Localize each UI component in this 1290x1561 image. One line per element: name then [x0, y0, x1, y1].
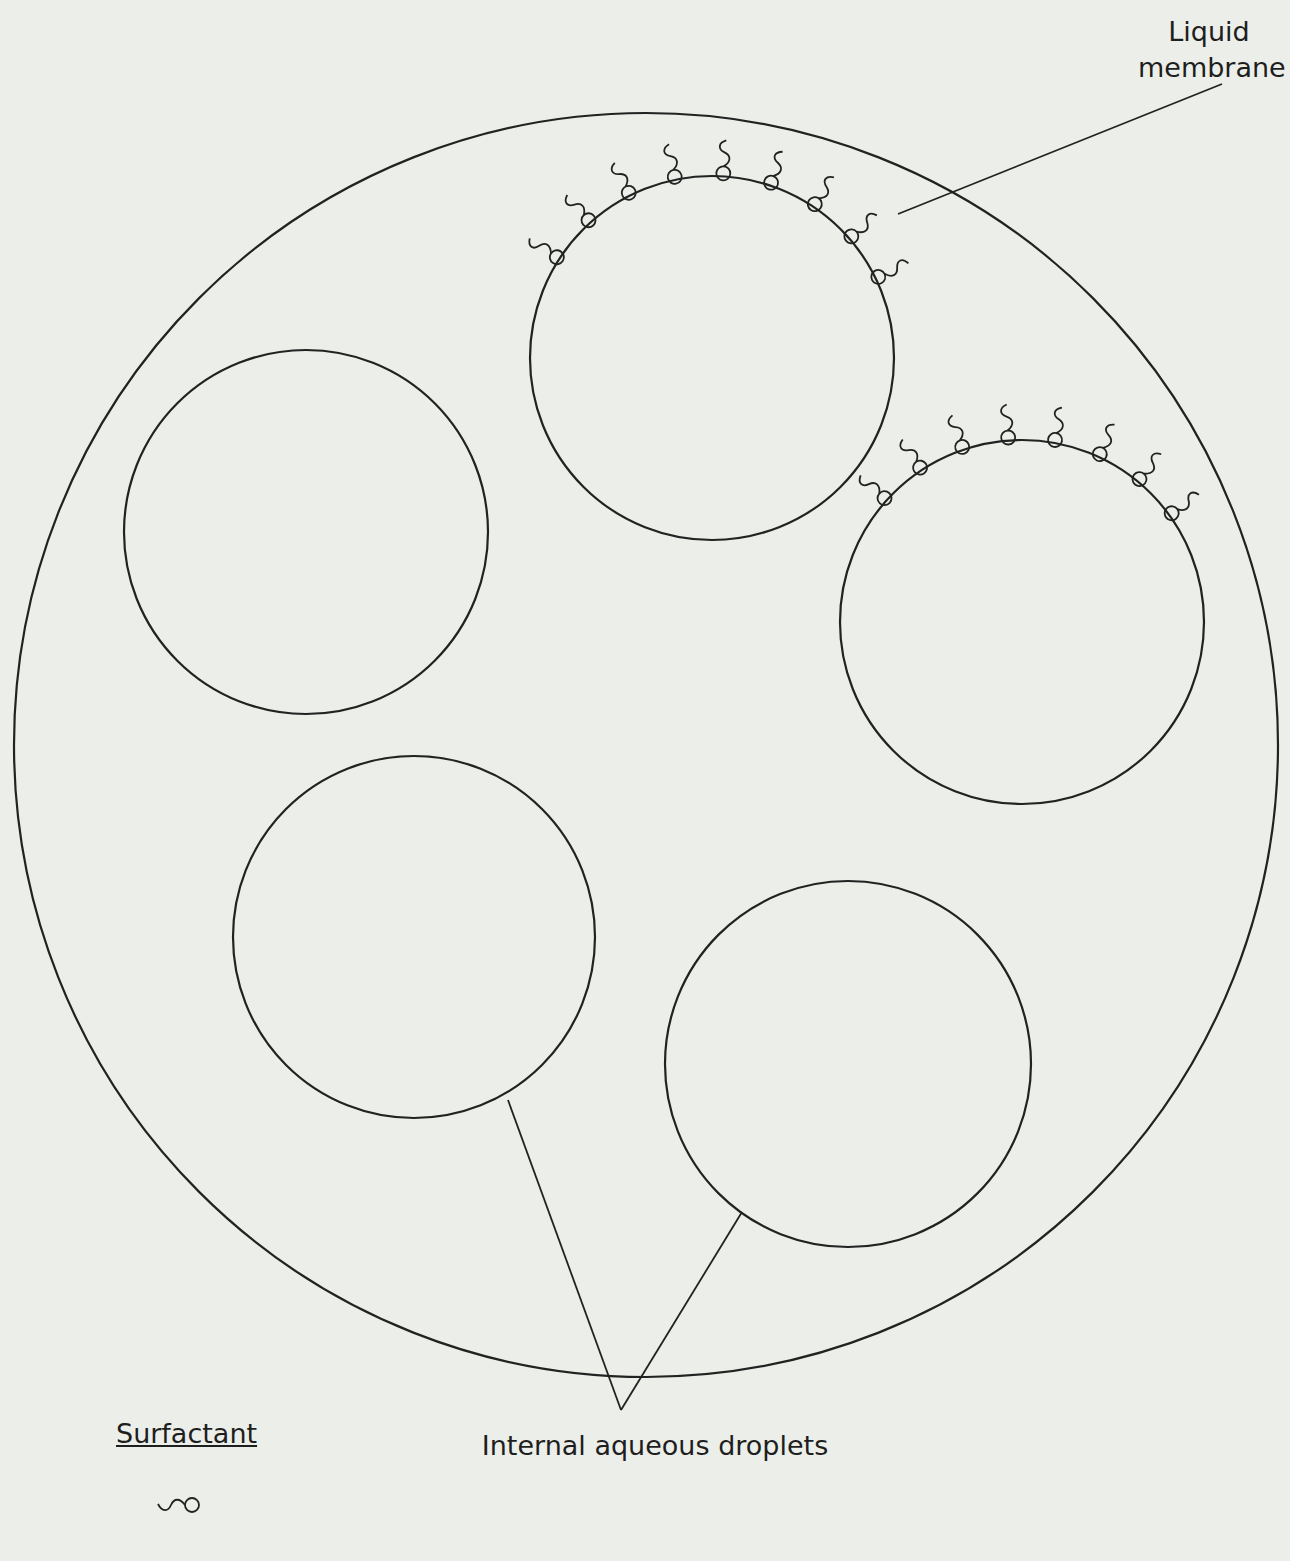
surfactant-head [1047, 432, 1063, 448]
surfactant-molecule [945, 413, 971, 455]
surfactant-tail [1001, 404, 1013, 431]
surfactant-head [185, 1498, 199, 1512]
surfactant-molecule [805, 173, 839, 214]
surfactant-tail [563, 192, 588, 218]
surfactant-molecule [561, 191, 598, 230]
aqueous-droplet [840, 440, 1204, 804]
surfactant-tail [1051, 407, 1066, 434]
aqueous-droplet [530, 176, 894, 540]
leader-line [621, 1212, 742, 1410]
membrane-globule [14, 113, 1278, 1377]
legend-text: Surfactant [116, 1418, 257, 1449]
surfactant-molecule [608, 160, 639, 202]
surfactant-head [841, 226, 861, 246]
surfactant-tail [158, 1500, 185, 1510]
surfactant-head [953, 438, 971, 456]
surfactant-molecule [999, 404, 1016, 445]
surfactant-tail [609, 161, 630, 189]
surfactant-tail [663, 143, 678, 171]
surfactant-tail [947, 414, 965, 442]
surfactant-head [1001, 430, 1016, 445]
surfactant-molecule [716, 140, 732, 181]
surfactant-head [875, 488, 895, 508]
surfactant-tail [1140, 450, 1165, 477]
surfactant-molecule [869, 256, 911, 286]
surfactant-molecule [762, 149, 788, 191]
surfactant-head [910, 458, 929, 477]
surfactant-tail [814, 174, 837, 201]
surfactant-head [1130, 469, 1150, 489]
surfactant-molecule [1047, 406, 1068, 448]
leader-line [898, 84, 1222, 214]
text-label: Internal aqueous droplets [470, 1428, 840, 1464]
surfactant-molecule [841, 209, 880, 246]
surfactant-molecule [855, 471, 894, 508]
surfactant-tail [857, 472, 883, 497]
surfactant-head [666, 169, 683, 186]
surfactant-tail [768, 150, 786, 178]
surfactant-head [716, 166, 731, 181]
legend-entry: Surfactant [116, 1418, 257, 1519]
surfactant-tail [1098, 422, 1118, 450]
text-label: Liquid membrane [1138, 14, 1280, 87]
surfactant-molecule [661, 143, 683, 185]
surfactant-tail [853, 211, 879, 236]
aqueous-droplet [233, 756, 595, 1118]
surfactant-head [1162, 503, 1182, 523]
aqueous-droplet [665, 881, 1031, 1247]
surfactant-molecule [896, 436, 930, 477]
surfactant-head [619, 183, 638, 202]
surfactant-head [762, 174, 780, 192]
surfactant-tail [719, 140, 731, 167]
surfactant-head [869, 268, 888, 287]
surfactant-tail [898, 437, 921, 464]
surfactant-molecule [525, 233, 566, 267]
surfactant-tail [1174, 490, 1201, 514]
surfactant-molecule [1162, 488, 1203, 523]
leader-line [508, 1100, 621, 1410]
surfactant-tail [526, 235, 553, 258]
aqueous-droplet [124, 350, 488, 714]
surfactant-molecule [1130, 449, 1166, 489]
surfactant-symbol [146, 1489, 216, 1519]
surfactant-tail [882, 258, 910, 279]
surfactant-molecule [1090, 421, 1120, 463]
surfactant-head [579, 210, 599, 230]
